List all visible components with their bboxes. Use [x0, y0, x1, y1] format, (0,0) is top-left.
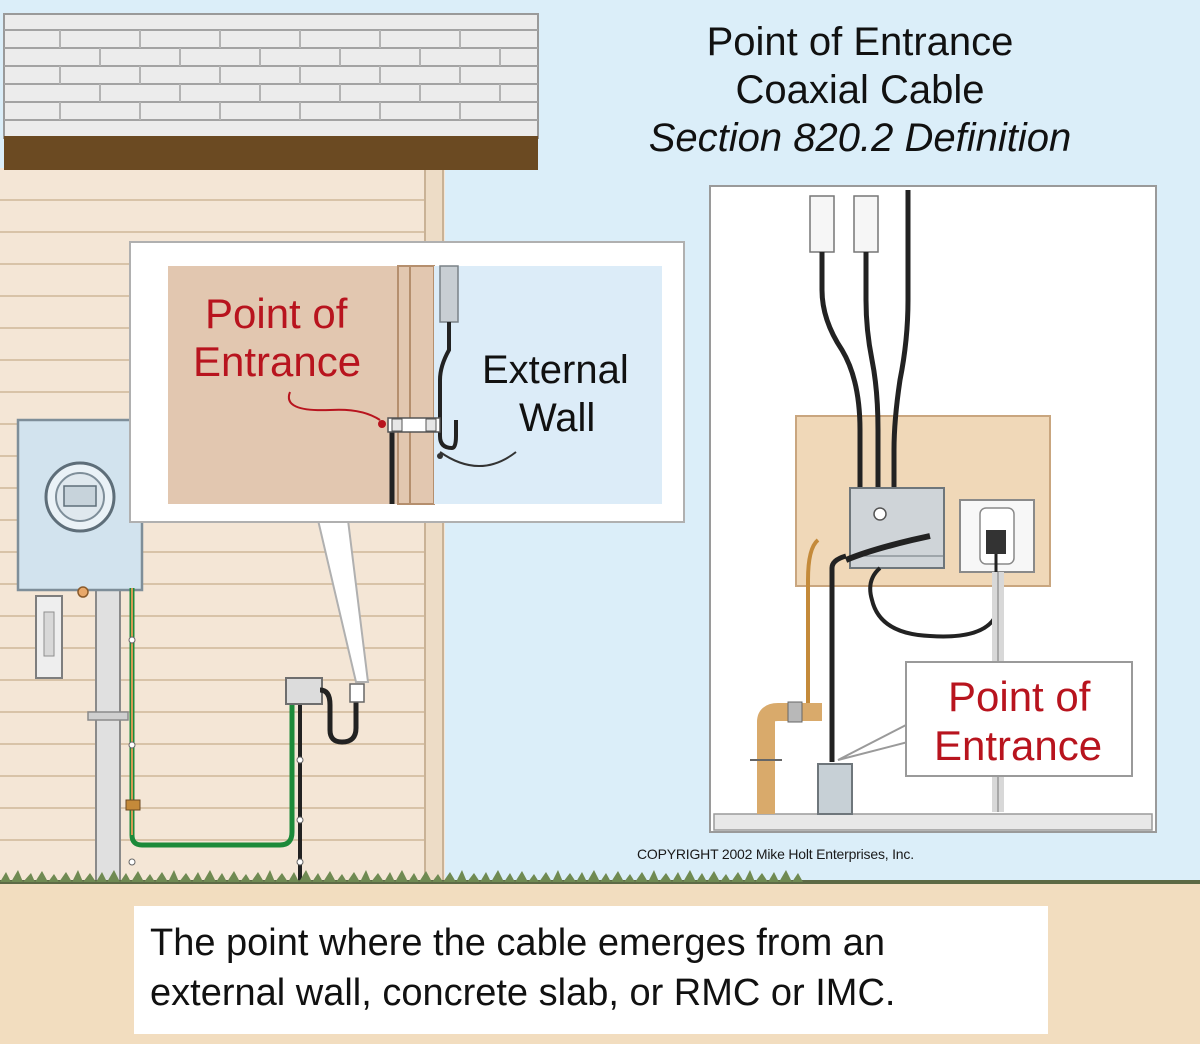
right-inset-label-line-2: Entrance	[934, 722, 1103, 769]
right-inset-label-line-1: Point of	[948, 673, 1091, 720]
roof-fascia	[4, 136, 538, 170]
coax-cable-icon	[809, 190, 911, 500]
left-inset-label-line-2: Entrance	[193, 338, 362, 385]
title-line-2: Coaxial Cable	[735, 68, 985, 112]
left-inset-label-line-1: Point of	[205, 290, 348, 337]
external-wall-label-line-2: Wall	[519, 396, 596, 440]
cable-splitter-icon	[844, 487, 945, 569]
left-inset-callout	[129, 241, 685, 683]
meter-icon	[16, 418, 144, 886]
gas-pipe-icon	[750, 701, 822, 814]
title-line-1: Point of Entrance	[706, 20, 1014, 64]
caption-text: The point where the cable emerges from a…	[150, 922, 896, 1014]
copyright-notice: COPYRIGHT 2002 Mike Holt Enterprises, In…	[637, 846, 914, 862]
right-callout-box	[905, 661, 1133, 777]
title-line-3: Section 820.2 Definition	[648, 116, 1072, 160]
house-wiring	[125, 588, 365, 885]
roof	[3, 13, 539, 170]
receptacle-icon	[959, 499, 1035, 573]
ground	[0, 870, 1200, 1044]
right-inset-panel	[709, 185, 1157, 833]
external-wall-label-line-1: External	[482, 348, 629, 392]
ground-block-icon	[285, 677, 323, 705]
caption-box	[134, 906, 1048, 1034]
